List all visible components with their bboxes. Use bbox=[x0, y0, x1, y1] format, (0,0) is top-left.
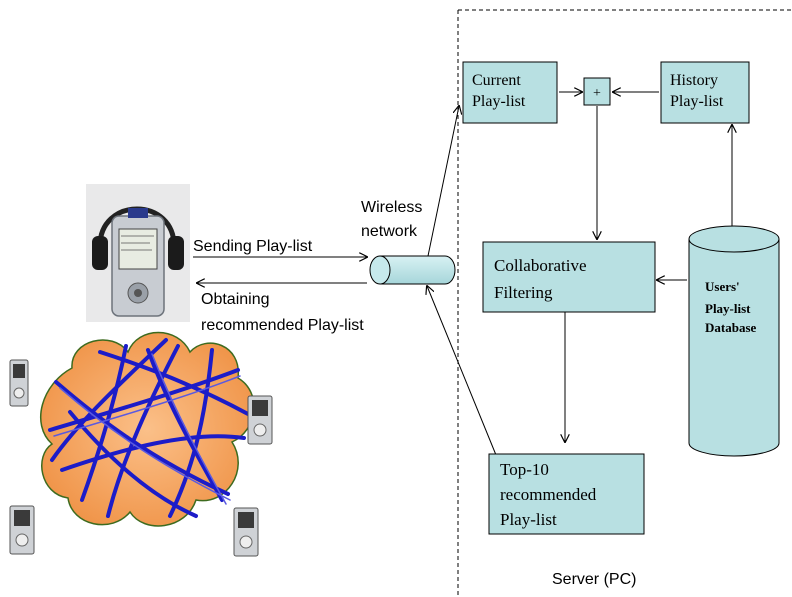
top10-to-network-arrow bbox=[427, 286, 497, 456]
cf-box-line2: Filtering bbox=[494, 283, 553, 302]
svg-text:Top-10 recommended: Top-10 recommended Play-list bbox=[500, 460, 601, 529]
svg-text:Wireless network: Wireless network bbox=[361, 199, 427, 240]
portable-device-icon bbox=[233, 507, 259, 557]
p2p-network-cloud bbox=[39, 331, 255, 527]
portable-device-icon bbox=[247, 395, 273, 445]
svg-text:Obtaining recommended Play: Obtaining recommended Play-list bbox=[201, 291, 364, 334]
current-playlist-box: Current Play-list bbox=[462, 61, 558, 124]
combine-symbol: + bbox=[593, 86, 601, 101]
media-player-icon bbox=[86, 184, 190, 322]
obtaining-label-line1: Obtaining bbox=[201, 291, 270, 308]
history-playlist-box: History Play-list bbox=[660, 61, 750, 124]
wireless-label-line1: Wireless bbox=[361, 199, 422, 216]
top10-box-line1: Top-10 bbox=[500, 460, 549, 479]
top10-box-line3: Play-list bbox=[500, 510, 557, 529]
portable-device-icon bbox=[9, 505, 35, 555]
cf-box-line1: Collaborative bbox=[494, 256, 587, 275]
server-label: Server (PC) bbox=[552, 571, 636, 588]
database-line3: Database bbox=[705, 320, 757, 335]
portable-device-icon bbox=[9, 359, 29, 407]
database-line1: Users' bbox=[705, 279, 740, 294]
database-line2: Play-list bbox=[705, 301, 751, 316]
sending-label: Sending Play-list bbox=[193, 238, 313, 255]
top10-recommended-box: Top-10 recommended Play-list bbox=[488, 453, 645, 535]
svg-text:Collaborative Filtering: Collaborative Filtering bbox=[494, 256, 591, 302]
combine-box: + bbox=[583, 77, 611, 106]
svg-text:Current Play-list: Current Play-list bbox=[472, 72, 526, 110]
history-box-line2: Play-list bbox=[670, 93, 724, 110]
collaborative-filtering-box: Collaborative Filtering bbox=[482, 241, 656, 313]
wireless-network-cylinder bbox=[369, 255, 456, 285]
current-box-line2: Play-list bbox=[472, 93, 526, 110]
svg-text:History Play-list: History Play-list bbox=[670, 72, 724, 110]
svg-text:Users' Play-list D: Users' Play-list Database bbox=[705, 279, 757, 335]
network-to-current-arrow bbox=[427, 106, 459, 257]
wireless-label-line2: network bbox=[361, 223, 418, 240]
obtaining-label-line2: recommended Play-list bbox=[201, 317, 364, 334]
top10-box-line2: recommended bbox=[500, 485, 597, 504]
current-box-line1: Current bbox=[472, 72, 521, 89]
history-box-line1: History bbox=[670, 72, 718, 89]
users-playlist-database: Users' Play-list Database bbox=[688, 225, 780, 457]
